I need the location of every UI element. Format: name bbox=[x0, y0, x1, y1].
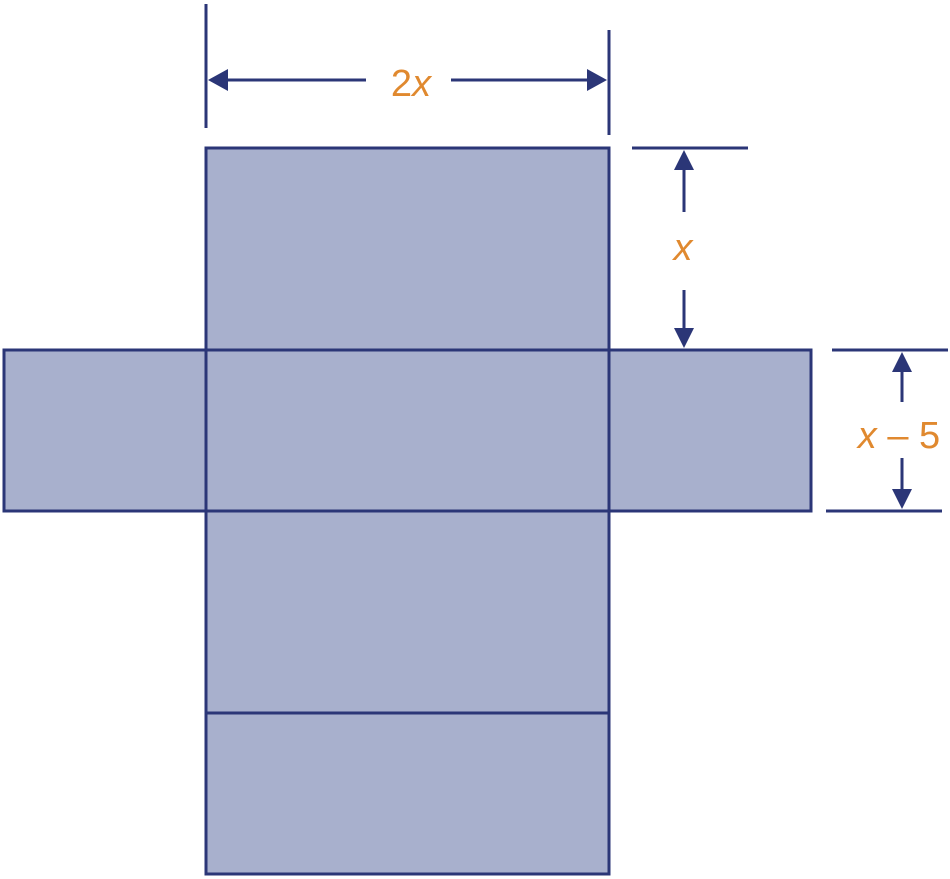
face-top bbox=[204, 146, 611, 352]
width-label: 2x bbox=[391, 63, 433, 105]
width-label-coefficient: 2 bbox=[391, 63, 412, 105]
depth-label-operator: – bbox=[877, 415, 919, 457]
height-arrowhead-down bbox=[674, 328, 694, 348]
depth-arrowhead-up bbox=[892, 352, 912, 372]
face-bottom-back bbox=[204, 509, 611, 715]
height-label: x bbox=[672, 227, 695, 269]
face-bottom-end bbox=[204, 711, 611, 876]
height-dimension: x bbox=[632, 146, 748, 348]
face-left bbox=[2, 348, 208, 513]
width-arrowhead-right bbox=[587, 69, 607, 91]
height-arrowhead-up bbox=[674, 150, 694, 170]
depth-label: x – 5 bbox=[856, 415, 940, 457]
depth-label-constant: 5 bbox=[919, 415, 940, 457]
net-faces bbox=[2, 146, 813, 876]
depth-dimension: x – 5 bbox=[826, 348, 948, 513]
width-dimension: 2x bbox=[204, 4, 611, 135]
face-right bbox=[607, 348, 813, 513]
width-arrowhead-left bbox=[208, 69, 228, 91]
depth-label-variable: x bbox=[856, 415, 879, 457]
depth-arrowhead-down bbox=[892, 489, 912, 509]
width-label-variable: x bbox=[410, 63, 433, 105]
face-center bbox=[204, 348, 611, 513]
